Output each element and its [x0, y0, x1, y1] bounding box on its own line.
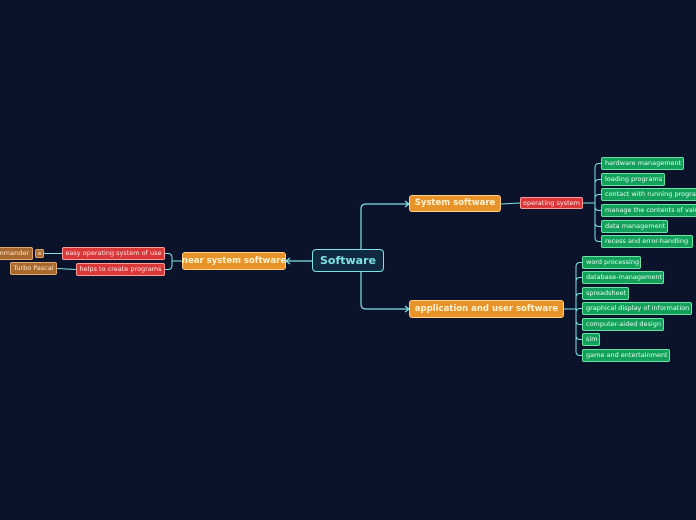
subtopic-operating-system[interactable]: operating system [520, 197, 583, 209]
app-item-spreadsheet[interactable]: spreadsheet [582, 287, 629, 300]
app-item-graphical-display[interactable]: graphical display of information [582, 302, 692, 315]
os-item-loading-programs[interactable]: loading programs [601, 173, 665, 186]
link-helps-turbo [56, 268, 77, 270]
link-root-application [360, 272, 409, 310]
os-item-contact-with-running-programs[interactable]: contact with running programs [601, 188, 696, 201]
link-app-item-4 [564, 308, 582, 325]
app-item-database-management[interactable]: database-management [582, 271, 664, 284]
link-app-item-2 [564, 293, 582, 310]
leaf-turbo-pascal[interactable]: Turbo Pascal [10, 262, 57, 275]
app-item-game-and-entertainment[interactable]: game and entertainment [582, 349, 670, 362]
os-item-hardware-management[interactable]: hardware management [601, 157, 684, 170]
link-app-item-6 [564, 308, 582, 356]
link-near-helps [165, 260, 182, 270]
link-os-item-4 [583, 202, 601, 227]
link-os-item-0 [583, 163, 601, 204]
topic-near-system-software[interactable]: near system software [182, 252, 286, 270]
subtopic-helps-to-create-programs[interactable]: helps to create programs [76, 263, 165, 276]
topic-application-and-user-software[interactable]: application and user software [409, 300, 564, 318]
link-root-system [360, 203, 409, 249]
badge-icon: ≡ [35, 249, 44, 258]
link-os-item-5 [583, 202, 601, 242]
app-item-word-processing[interactable]: word processing [582, 256, 641, 269]
topic-system-software[interactable]: System software [409, 195, 501, 212]
link-app-item-1 [564, 277, 582, 310]
link-system-os [500, 202, 521, 205]
link-near-easy [165, 253, 182, 262]
subtopic-easy-operating-system[interactable]: easy operating system of use [62, 247, 165, 260]
leaf-commander[interactable]: ommander [0, 247, 33, 260]
link-os-item-3 [583, 202, 601, 211]
link-os-item-2 [583, 194, 601, 204]
link-os-item-1 [583, 179, 601, 204]
os-item-recess-and-error-handling[interactable]: recess and error-handling [601, 235, 693, 248]
os-item-manage-contents-of-values[interactable]: manage the contents of values [601, 204, 696, 217]
app-item-sim[interactable]: sim [582, 333, 600, 346]
link-app-item-0 [564, 262, 582, 310]
root-node-software[interactable]: Software [312, 249, 384, 272]
os-item-data-management[interactable]: data management [601, 220, 668, 233]
arrow-near [285, 257, 291, 265]
app-item-computer-aided-design[interactable]: computer-aided design [582, 318, 664, 331]
